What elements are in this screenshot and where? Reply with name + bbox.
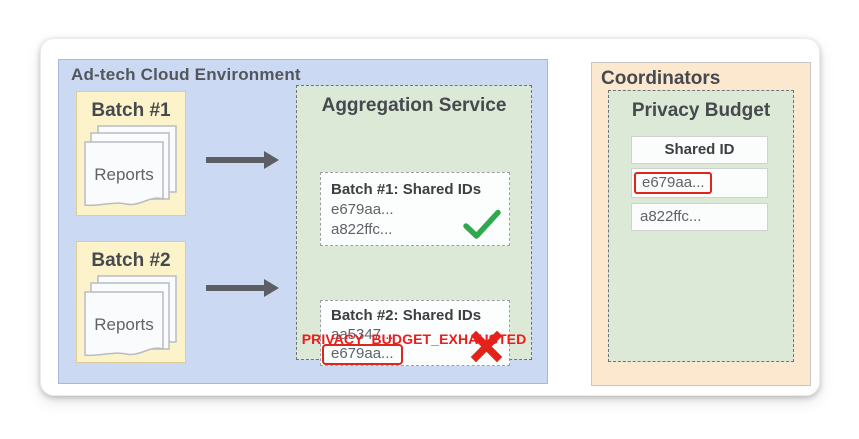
checkmark-icon [463, 209, 501, 239]
flow-arrow-icon [206, 151, 279, 169]
aggregation-service-box: Aggregation Service Batch #1: Shared IDs… [296, 85, 532, 366]
reports-stack-icon: Reports [84, 125, 178, 209]
reports-label: Reports [94, 165, 154, 184]
batch-2-label: Batch #2 [91, 250, 171, 271]
diagram-card: Ad-tech Cloud Environment Batch #1 Repor… [40, 38, 820, 396]
reports-label: Reports [94, 315, 154, 334]
flow-arrow-icon [206, 279, 279, 297]
shared-id: e679aa... [331, 201, 394, 218]
shared-id-highlighted: e679aa... [322, 344, 499, 365]
batch-1-label: Batch #1 [91, 100, 171, 121]
red-outline-box: e679aa... [634, 172, 712, 194]
batch-2-box: Batch #2 Reports [76, 241, 186, 363]
documents-icon [84, 275, 177, 357]
shared-id: aa5347... [331, 326, 394, 343]
aggregation-service-title: Aggregation Service [321, 95, 507, 116]
coordinators-title: Coordinators [601, 68, 721, 89]
shared-id: a822ffc... [331, 221, 393, 238]
shared-id-table-row: a822ffc... [631, 203, 768, 231]
privacy-budget-exhausted-label: PRIVACY_BUDGET_EXHAUSTED [301, 331, 527, 347]
batch-2-result-card: Batch #2: Shared IDs aa5347... e679aa... [320, 300, 510, 366]
adtech-environment-title: Ad-tech Cloud Environment [71, 65, 301, 84]
batch-1-result-card: Batch #1: Shared IDs e679aa... a822ffc..… [320, 172, 510, 246]
shared-id-table-header: Shared ID [631, 136, 768, 164]
batch-1-box: Batch #1 Reports [76, 91, 186, 216]
reports-stack-icon: Reports [84, 275, 178, 359]
privacy-budget-title: Privacy Budget [631, 100, 771, 121]
shared-id-table-row: e679aa... [631, 168, 768, 198]
batch-2-result-title: Batch #2: Shared IDs [331, 307, 482, 324]
x-icon [471, 331, 502, 362]
batch-1-result-title: Batch #1: Shared IDs [331, 181, 482, 198]
documents-icon [84, 125, 177, 207]
red-outline-box: e679aa... [322, 344, 403, 365]
